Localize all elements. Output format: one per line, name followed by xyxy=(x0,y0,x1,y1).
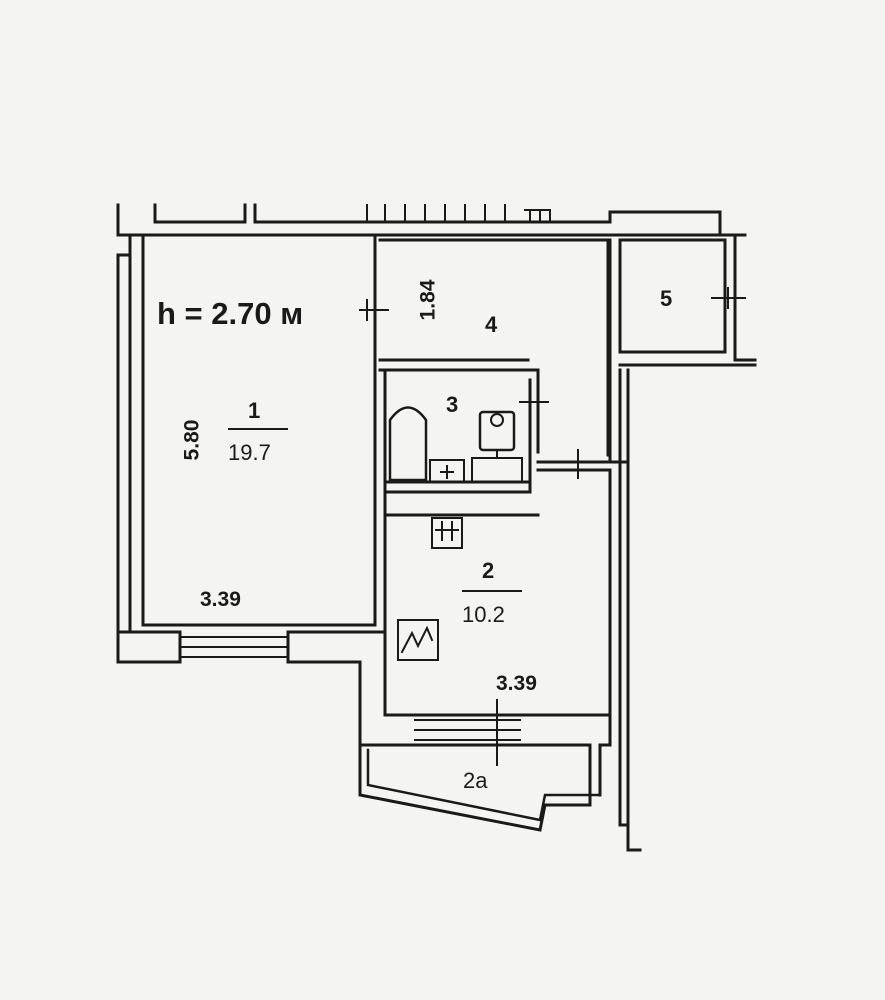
room-2-width: 3.39 xyxy=(496,672,537,695)
room-2-window xyxy=(414,719,521,741)
bathtub-icon xyxy=(388,406,428,482)
room-1-window xyxy=(179,636,289,658)
room-3-number: 3 xyxy=(446,392,459,417)
room-1-width: 3.39 xyxy=(200,588,241,611)
toilet-icon xyxy=(478,410,516,452)
vent-shaft-icon xyxy=(431,517,463,549)
bottom-wall-left xyxy=(286,630,592,832)
window-ticks xyxy=(366,204,551,223)
room-5-number: 5 xyxy=(660,286,673,311)
room-4-width: 1.84 xyxy=(416,279,440,321)
room-1-fraction-bar xyxy=(228,428,288,430)
room-4-number: 4 xyxy=(485,312,498,337)
toilet-tank-icon xyxy=(471,457,523,483)
room-5-outline xyxy=(618,238,727,354)
room-4-outline xyxy=(378,238,610,457)
room-1-length: 5.80 xyxy=(180,419,204,461)
room-1-number: 1 xyxy=(248,398,261,423)
ceiling-height-label: h = 2.70 м xyxy=(157,296,304,331)
room-2-fraction-bar xyxy=(462,590,522,592)
room-2-number: 2 xyxy=(482,558,495,583)
room-1-area: 19.7 xyxy=(228,440,271,465)
room-2a-number: 2a xyxy=(463,768,488,793)
top-wall xyxy=(116,203,747,237)
stove-icon xyxy=(397,619,439,661)
room-1-outline xyxy=(118,233,377,634)
room-2-area: 10.2 xyxy=(462,602,505,627)
right-wall xyxy=(618,368,642,852)
sink-icon xyxy=(429,459,465,483)
